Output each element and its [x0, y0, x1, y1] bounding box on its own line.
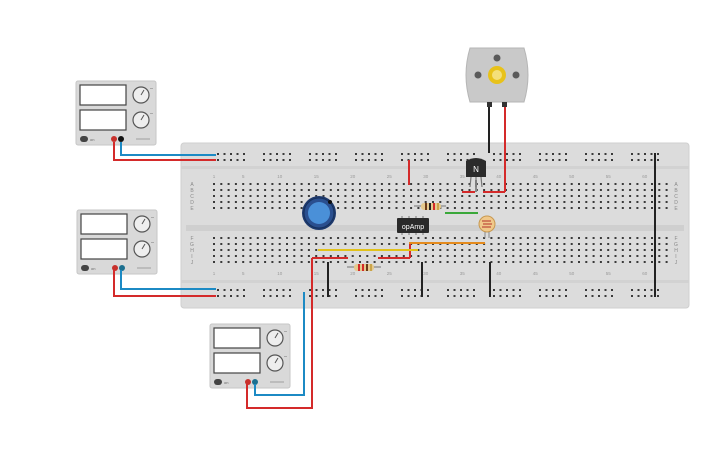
column-number: 60: [642, 271, 648, 276]
row-letter: I: [191, 254, 192, 260]
row-letter: G: [674, 242, 678, 248]
row-letter: G: [190, 242, 194, 248]
column-number: 20: [350, 271, 356, 276]
power-supply-3[interactable]: on: [209, 323, 291, 389]
row-letter: J: [191, 260, 194, 266]
row-letter: C: [190, 194, 194, 200]
current-display: [213, 352, 261, 374]
column-number: 25: [387, 174, 393, 179]
row-letter: B: [674, 188, 678, 194]
positive-terminal[interactable]: [112, 265, 118, 271]
row-letter: E: [674, 206, 678, 212]
negative-terminal[interactable]: [119, 265, 125, 271]
column-number: 1: [213, 174, 216, 179]
current-display: [80, 238, 128, 260]
row-letter: E: [190, 206, 194, 212]
row-letter: C: [674, 194, 678, 200]
power-toggle[interactable]: [81, 265, 89, 271]
supply-wires[interactable]: [113, 142, 313, 409]
column-number: 10: [277, 271, 283, 276]
column-number: 50: [569, 271, 575, 276]
column-number: 30: [423, 174, 429, 179]
column-number: 45: [533, 174, 539, 179]
transistor-label: N: [473, 165, 479, 174]
row-letter: D: [674, 200, 678, 206]
row-letter: A: [190, 182, 194, 188]
row-letter: F: [674, 236, 677, 242]
row-letter: J: [675, 260, 678, 266]
voltage-display: [213, 327, 261, 349]
photoresistor-icon[interactable]: [478, 215, 496, 238]
column-number: 30: [423, 271, 429, 276]
current-display: [79, 109, 127, 131]
power-toggle[interactable]: [80, 136, 88, 142]
resistor-icon[interactable]: [347, 264, 381, 271]
row-letter: B: [190, 188, 194, 194]
wire-ps3-blue: [254, 292, 305, 396]
column-number: 20: [350, 174, 356, 179]
motor-wires[interactable]: [488, 104, 506, 192]
column-number: 50: [569, 174, 575, 179]
negative-terminal[interactable]: [252, 379, 258, 385]
column-number: 35: [460, 271, 466, 276]
power-supply-1[interactable]: on: [75, 80, 157, 146]
column-number: 40: [496, 174, 502, 179]
dc-motor-icon[interactable]: [465, 47, 529, 107]
column-number: 15: [314, 271, 320, 276]
opamp-label: opAmp: [402, 224, 424, 231]
row-letter: I: [675, 254, 676, 260]
power-toggle[interactable]: [214, 379, 222, 385]
breadboard-holes: [213, 153, 668, 297]
column-number: 55: [606, 174, 612, 179]
column-number: 60: [642, 174, 648, 179]
column-number: 45: [533, 271, 539, 276]
opamp-chip-icon[interactable]: opAmp: [397, 216, 429, 235]
column-number: 35: [460, 174, 466, 179]
positive-terminal[interactable]: [245, 379, 251, 385]
power-supply-2[interactable]: on: [76, 209, 158, 275]
voltage-display: [79, 84, 127, 106]
row-letter: D: [190, 200, 194, 206]
power-on-label: on: [224, 380, 228, 385]
row-letter: F: [190, 236, 193, 242]
row-letter: A: [674, 182, 678, 188]
column-number: 40: [496, 271, 502, 276]
column-number: 55: [606, 271, 612, 276]
column-number: 1: [213, 271, 216, 276]
jumper-wires[interactable]: [312, 153, 656, 297]
potentiometer-icon[interactable]: [302, 196, 336, 230]
column-number: 15: [314, 174, 320, 179]
wire-ps1-red: [113, 142, 216, 161]
row-letter: H: [190, 248, 194, 254]
npn-transistor-icon[interactable]: N: [466, 158, 486, 188]
row-letter: H: [674, 248, 678, 254]
wire-ps3-red: [246, 258, 313, 409]
power-on-label: on: [91, 266, 95, 271]
wire-ps1-blue: [120, 142, 216, 156]
column-number: 25: [387, 271, 393, 276]
negative-terminal[interactable]: [118, 136, 124, 142]
voltage-display: [80, 213, 128, 235]
column-number: 5: [242, 174, 245, 179]
wire-ps2-red: [113, 270, 216, 297]
power-on-label: on: [90, 137, 94, 142]
wire-ps2-blue: [120, 270, 216, 290]
column-number: 10: [277, 174, 283, 179]
column-number: 5: [242, 271, 245, 276]
positive-terminal[interactable]: [111, 136, 117, 142]
resistor-icon[interactable]: [414, 203, 446, 210]
breadboard-center-channel: [186, 225, 684, 231]
